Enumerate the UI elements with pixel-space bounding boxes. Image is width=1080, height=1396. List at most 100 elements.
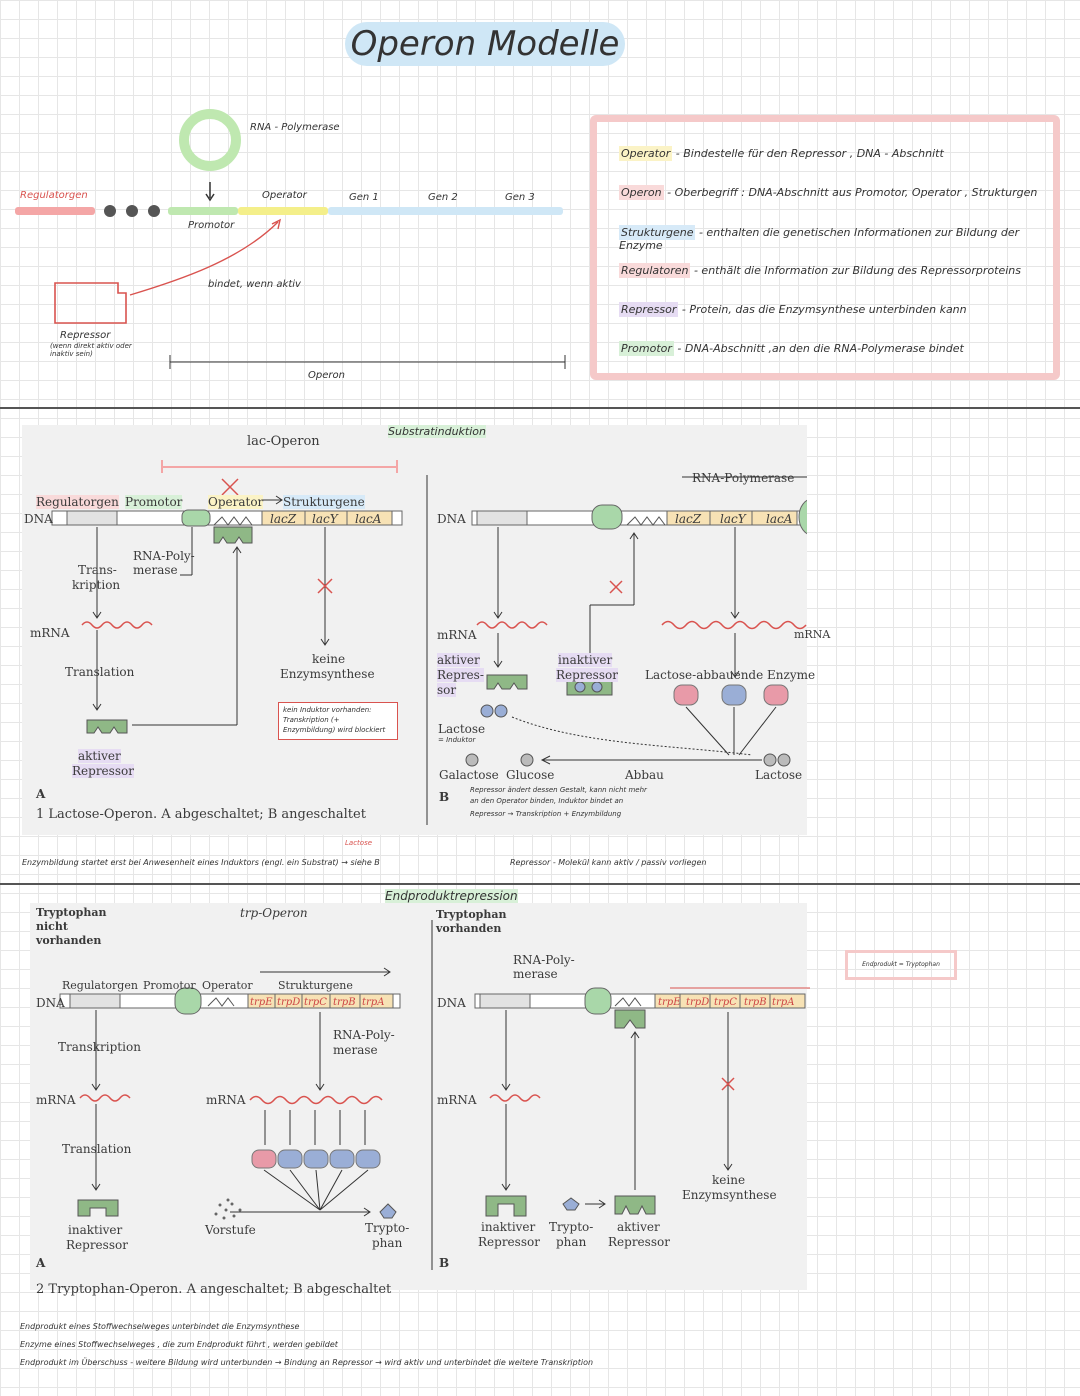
lac-dna-b-label: DNA xyxy=(437,512,466,526)
def-text-promotor: - DNA-Abschnitt ,an den die RNA-Polymera… xyxy=(677,342,964,355)
lac-label-a: A xyxy=(36,787,46,801)
trp-phan-b-label: phan xyxy=(556,1235,587,1249)
lac-b-note-1: Repressor ändert dessen Gestalt, kann ni… xyxy=(470,786,647,794)
trp-vorh-tryptophan-line: Tryptophan xyxy=(436,908,507,921)
substratinduktion-label: Substratinduktion xyxy=(388,425,486,438)
trp-b-gene-e: trpE xyxy=(658,997,681,1008)
trp-repressor-b1-label: Repressor xyxy=(478,1235,540,1249)
lac-lactose-induktor-label: Lactose xyxy=(438,722,486,736)
trp-inaktiver-label: inaktiver xyxy=(68,1223,123,1237)
lac-bottom-note: Enzymbildung startet erst bei Anwesenhei… xyxy=(22,858,380,867)
trp-gene-d: trpD xyxy=(277,997,301,1008)
def-text-operator: - Bindestelle für den Repressor , DNA - … xyxy=(675,147,944,160)
trp-operon-figure xyxy=(30,903,807,1290)
trp-vorh-vorhanden-line: vorhanden xyxy=(436,922,502,935)
trp-label-a: A xyxy=(36,1256,46,1270)
trp-operator-label: Operator xyxy=(202,979,253,992)
promotor-label: Promotor xyxy=(188,220,235,231)
trp-repressor-b2-label: Repressor xyxy=(608,1235,670,1249)
trp-enzymsynthese-label: Enzymsynthese xyxy=(682,1188,777,1202)
lac-label-b: B xyxy=(439,790,450,804)
trp-merase-b: merase xyxy=(513,967,558,981)
lac-kription-label: kription xyxy=(72,578,121,592)
genes-segment xyxy=(328,207,563,215)
lactose-enzymes xyxy=(673,684,789,706)
def-term-repressor: Repressor xyxy=(619,302,679,317)
divider-1 xyxy=(0,407,1080,409)
rna-polymerase-ring-icon xyxy=(179,109,241,171)
trp-caption: 2 Tryptophan-Operon. A angeschaltet; B a… xyxy=(36,1282,392,1297)
trp-side-note: Endprodukt = Tryptophan xyxy=(845,950,957,980)
def-term-operon: Operon xyxy=(619,185,664,200)
trp-vorhanden-line: vorhanden xyxy=(36,934,102,947)
definitions-box: Operator - Bindestelle für den Repressor… xyxy=(590,115,1060,380)
trp-note-1: Endprodukt eines Stoffwechselweges unter… xyxy=(20,1322,300,1331)
lac-mrna-label: mRNA xyxy=(30,626,70,640)
trp-vorstufe-label: Vorstufe xyxy=(205,1223,256,1237)
endprodukt-label: Endproduktrepression xyxy=(385,889,518,903)
lac-repres-label: Repres- xyxy=(437,668,484,682)
trp-gene-a: trpA xyxy=(362,997,385,1008)
trp-gene-c: trpC xyxy=(304,997,327,1008)
lac-sor-label: sor xyxy=(437,683,457,697)
lac-trans-label: Trans- xyxy=(78,563,117,577)
trp-mrna-label-2: mRNA xyxy=(206,1093,246,1107)
lac-aktiver-label: aktiver xyxy=(78,749,121,763)
trp-repressor-label: Repressor xyxy=(66,1238,128,1252)
lac-repressor-label: Repressor xyxy=(72,764,134,778)
trp-tryptophan-line: Tryptophan xyxy=(36,906,107,919)
lac-b-note-2: an den Operator binden, Induktor bindet … xyxy=(470,797,624,805)
trp-keine-label: keine xyxy=(712,1173,746,1187)
trp-trypto-label: Trypto- xyxy=(365,1221,410,1235)
trp-transkription-label: Transkription xyxy=(58,1040,141,1054)
def-term-regulatoren: Regulatoren xyxy=(619,263,691,278)
repressor-label: Repressor xyxy=(60,330,111,341)
gen2-label: Gen 2 xyxy=(428,192,458,203)
trp-operon-title: trp-Operon xyxy=(240,906,308,920)
divider-2 xyxy=(0,883,1080,885)
lac-gene-lacy: lacY xyxy=(312,512,338,526)
lac-operon-drawing xyxy=(51,460,807,825)
trp-mrna-b-label: mRNA xyxy=(437,1093,477,1107)
lac-lactose-b-label: Lactose xyxy=(755,768,803,782)
trp-inaktiver-b-label: inaktiver xyxy=(481,1220,536,1234)
lac-note-box: kein Induktor vorhanden: Transkription (… xyxy=(278,702,398,740)
trp-merase-label: merase xyxy=(333,1043,378,1057)
lac-repressor-b-label: Repressor xyxy=(556,668,618,682)
trp-dna-label: DNA xyxy=(36,996,65,1010)
trp-dna-b-label: DNA xyxy=(437,996,466,1010)
trp-promotor-label: Promotor xyxy=(143,979,196,992)
def-text-operon: - Oberbegriff : DNA-Abschnitt aus Promot… xyxy=(667,186,1038,199)
def-term-promotor: Promotor xyxy=(619,341,674,356)
lac-operon-title: lac-Operon xyxy=(247,434,320,449)
regulator-segment xyxy=(15,207,95,215)
trp-rna-poly-label: RNA-Poly- xyxy=(333,1028,395,1042)
lac-rna-poly-label: RNA-Poly- xyxy=(133,549,195,563)
lac-induktor-label: = Induktor xyxy=(438,736,476,744)
def-text-repressor: - Protein, das die Enzymsynthese unterbi… xyxy=(681,303,967,316)
lac-operator-label: Operator xyxy=(208,495,264,509)
page-title: Operon Modelle xyxy=(345,22,625,66)
lac-enzymsynthese-label: Enzymsynthese xyxy=(280,667,375,681)
def-text-strukturgene: - enthalten die genetischen Informatione… xyxy=(619,226,1020,252)
operon-sketch xyxy=(15,109,566,369)
trp-phan-label: phan xyxy=(372,1236,403,1250)
lac-regulatorgen-label: Regulatorgen xyxy=(36,495,119,509)
lac-gene-laca: lacA xyxy=(355,512,382,526)
trp-aktiver-b-label: aktiver xyxy=(617,1220,660,1234)
operator-label: Operator xyxy=(262,190,307,201)
trp-note-3: Endprodukt im Überschuss - weitere Bildu… xyxy=(20,1358,594,1367)
def-term-operator: Operator xyxy=(619,146,673,161)
lac-keine-label: keine xyxy=(312,652,346,666)
trp-trypto-b-label: Trypto- xyxy=(549,1220,594,1234)
trp-tryptophan-vorh: Tryptophan vorhanden xyxy=(436,908,507,936)
lac-glucose-label: Glucose xyxy=(506,768,555,782)
trp-b-gene-d: trpD xyxy=(686,997,710,1008)
lac-strukturgene-label: Strukturgene xyxy=(283,495,365,509)
lac-mrna-b-label: mRNA xyxy=(437,628,477,642)
bindet-label: bindet, wenn aktiv xyxy=(208,279,301,290)
lac-enzymes-label: Lactose-abbauende Enzyme xyxy=(645,668,816,682)
trp-mrna-label: mRNA xyxy=(36,1093,76,1107)
lac-galactose-label: Galactose xyxy=(439,768,499,782)
rna-polymerase-label: RNA - Polymerase xyxy=(250,122,340,133)
